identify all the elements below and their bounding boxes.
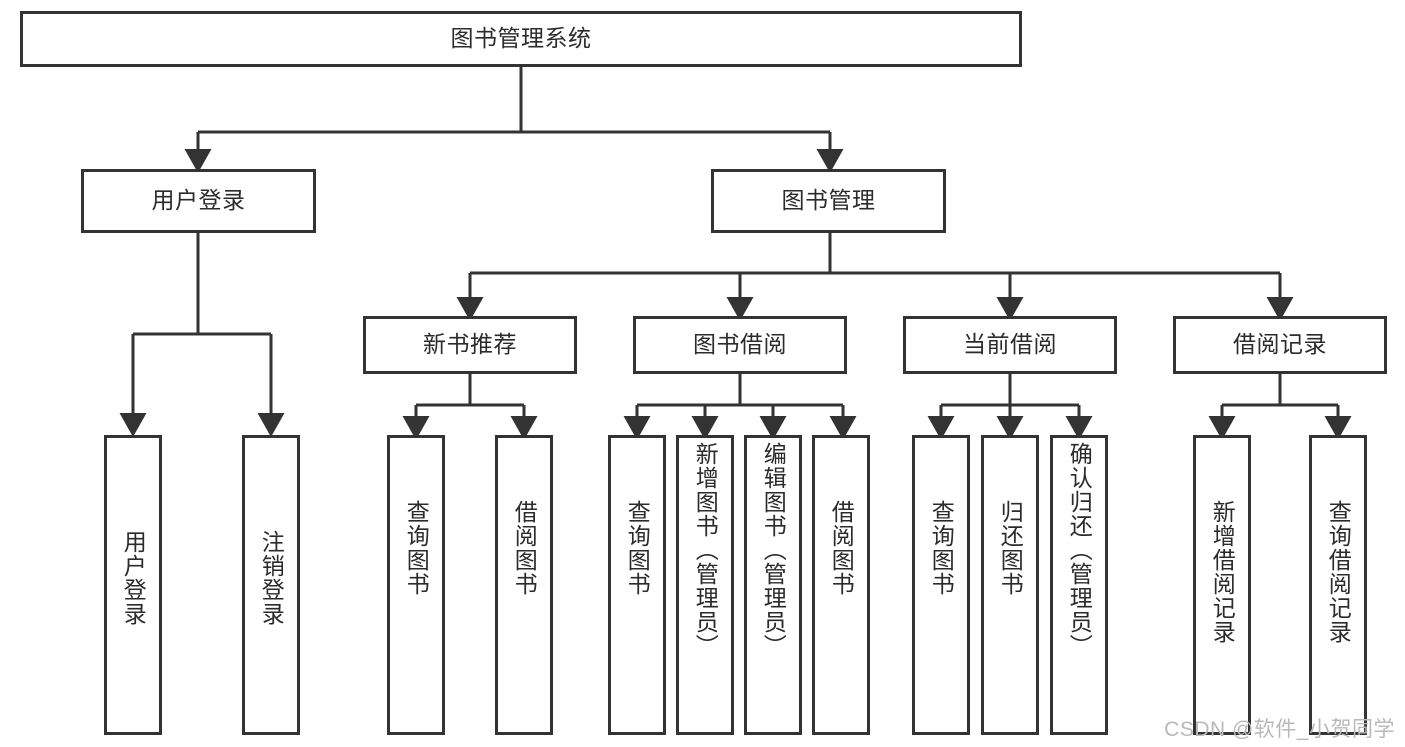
leaf-confirm-return-admin[interactable]: 确认归还（管理员） xyxy=(1050,435,1108,735)
leaf-borrow-book[interactable]: 借阅图书 xyxy=(812,435,870,735)
node-borrow-record[interactable]: 借阅记录 xyxy=(1173,316,1387,374)
node-label: 当前借阅 xyxy=(963,331,1057,358)
leaf-query-borrow-record[interactable]: 查询借阅记录 xyxy=(1309,435,1367,735)
node-label: 查询图书 xyxy=(928,500,955,596)
node-label: 图书借阅 xyxy=(693,331,787,358)
node-label: 用户登录 xyxy=(120,530,147,626)
leaf-query-book-current[interactable]: 查询图书 xyxy=(912,435,970,735)
watermark: CSDN @软件_小贺同学 xyxy=(1164,718,1395,741)
node-label: 新书推荐 xyxy=(423,331,517,358)
node-book-management[interactable]: 图书管理 xyxy=(711,169,946,233)
node-label: 新增图书（管理员） xyxy=(692,442,719,658)
node-label: 确认归还（管理员） xyxy=(1066,442,1093,658)
node-label: 编辑图书（管理员） xyxy=(760,442,787,658)
leaf-user-login[interactable]: 用户登录 xyxy=(104,435,162,735)
node-current-borrow[interactable]: 当前借阅 xyxy=(903,316,1117,374)
node-label: 查询借阅记录 xyxy=(1325,500,1352,644)
node-label: 用户登录 xyxy=(151,187,246,214)
leaf-return-book[interactable]: 归还图书 xyxy=(981,435,1039,735)
leaf-logout[interactable]: 注销登录 xyxy=(242,435,300,735)
node-label: 借阅图书 xyxy=(828,500,855,596)
node-new-book-recommend[interactable]: 新书推荐 xyxy=(363,316,577,374)
leaf-add-borrow-record[interactable]: 新增借阅记录 xyxy=(1193,435,1251,735)
node-label: 图书管理 xyxy=(781,187,876,214)
node-label: 注销登录 xyxy=(258,530,285,626)
node-label: 新增借阅记录 xyxy=(1209,500,1236,644)
node-label: 查询图书 xyxy=(624,500,651,596)
leaf-edit-book-admin[interactable]: 编辑图书（管理员） xyxy=(744,435,802,735)
node-root-book-management-system[interactable]: 图书管理系统 xyxy=(20,11,1022,67)
node-label: 借阅图书 xyxy=(511,500,538,596)
node-user-login[interactable]: 用户登录 xyxy=(81,169,316,233)
leaf-query-book-borrow[interactable]: 查询图书 xyxy=(608,435,666,735)
node-label: 查询图书 xyxy=(403,500,430,596)
node-label: 归还图书 xyxy=(997,500,1024,596)
node-book-borrow[interactable]: 图书借阅 xyxy=(633,316,847,374)
node-label: 图书管理系统 xyxy=(450,25,592,52)
node-label: 借阅记录 xyxy=(1233,331,1327,358)
leaf-borrow-book-recommend[interactable]: 借阅图书 xyxy=(495,435,553,735)
leaf-add-book-admin[interactable]: 新增图书（管理员） xyxy=(676,435,734,735)
leaf-query-book-recommend[interactable]: 查询图书 xyxy=(387,435,445,735)
